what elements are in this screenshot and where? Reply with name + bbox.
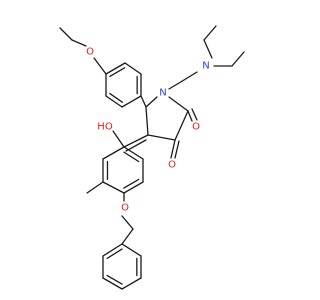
atom-n-amine: N — [199, 59, 213, 73]
ring-bond — [168, 96, 189, 112]
benzyl-bond — [121, 228, 134, 245]
central-phenyl-ring-bond — [102, 146, 125, 160]
ring-bond — [145, 106, 149, 136]
ethyl-bond — [203, 25, 217, 41]
methyl-bond — [86, 181, 104, 194]
atom-o-benzyloxy: O — [118, 201, 132, 215]
benzyl-phenyl-ring-bond — [121, 243, 142, 257]
carbonyl-double-bond — [174, 140, 180, 159]
atom-label-n-ring: N — [159, 88, 166, 99]
atom-label-n-amine: N — [202, 61, 209, 72]
ring-bond — [145, 96, 158, 108]
benzyl-phenyl-ring-bond — [102, 277, 123, 290]
atom-o-ethoxy: O — [83, 45, 97, 59]
carbonyl-double-bond — [191, 108, 198, 121]
chain-bond — [168, 79, 185, 90]
atom-n-ring: N — [156, 86, 170, 100]
aryl-c5-bond — [140, 95, 147, 108]
chain-bond — [183, 71, 198, 81]
benzyl-phenyl-ring-bond — [102, 243, 123, 257]
ethoxyphenyl-ring-inner-bond — [109, 67, 126, 78]
ethoxyphenyl-ring-bond — [105, 62, 126, 75]
ethyl-bond — [231, 51, 245, 67]
benzyl-phenyl-ring-inner-bond — [106, 274, 123, 285]
ethyl-bond — [203, 39, 213, 59]
bond-layer — [59, 25, 245, 290]
atom-o-enol: HO — [96, 118, 114, 136]
atom-label-o-keto-3: O — [168, 160, 176, 171]
ring-bond — [147, 134, 176, 141]
atom-label-o-ethoxy: O — [86, 47, 94, 58]
benzyl-phenyl-ring-bond — [121, 277, 142, 290]
exocyclic-bond — [123, 134, 149, 148]
atom-label-o-keto-2: O — [192, 122, 200, 133]
ethoxyphenyl-ring-bond — [124, 62, 142, 75]
atom-label-layer: O N N HO O O O — [83, 45, 213, 215]
atom-label-o-enol: HO — [97, 122, 113, 133]
hydroxyl-bond — [112, 130, 125, 148]
ethoxyphenyl-ring-inner-bond — [109, 92, 123, 103]
central-phenyl-ring-inner-bond — [123, 151, 140, 163]
benzyl-phenyl-ring-inner-bond — [106, 248, 123, 260]
ethoxyphenyl-ring-bond — [105, 95, 123, 108]
atom-label-o-benzyloxy: O — [121, 203, 129, 214]
carbonyl-bond — [170, 139, 176, 159]
carbonyl-bond — [187, 110, 193, 122]
ring-bond — [174, 110, 189, 141]
ethoxyphenyl-ring-bond — [121, 95, 142, 108]
ethoxy-bond — [93, 57, 107, 75]
ethoxy-bond — [59, 27, 73, 41]
atom-o-keto-2: O — [189, 120, 203, 134]
central-phenyl-ring-bond — [102, 181, 125, 194]
benzyl-bond — [121, 215, 134, 230]
atom-o-keto-3: O — [165, 158, 179, 172]
central-phenyl-ring-bond — [123, 146, 144, 160]
exocyclic-double-bond — [125, 139, 147, 152]
central-phenyl-ring-bond — [123, 181, 144, 194]
ethoxy-bond — [71, 39, 87, 47]
central-phenyl-ring-inner-bond — [123, 178, 140, 189]
molecule-structure: O N N HO O O O — [59, 25, 245, 290]
